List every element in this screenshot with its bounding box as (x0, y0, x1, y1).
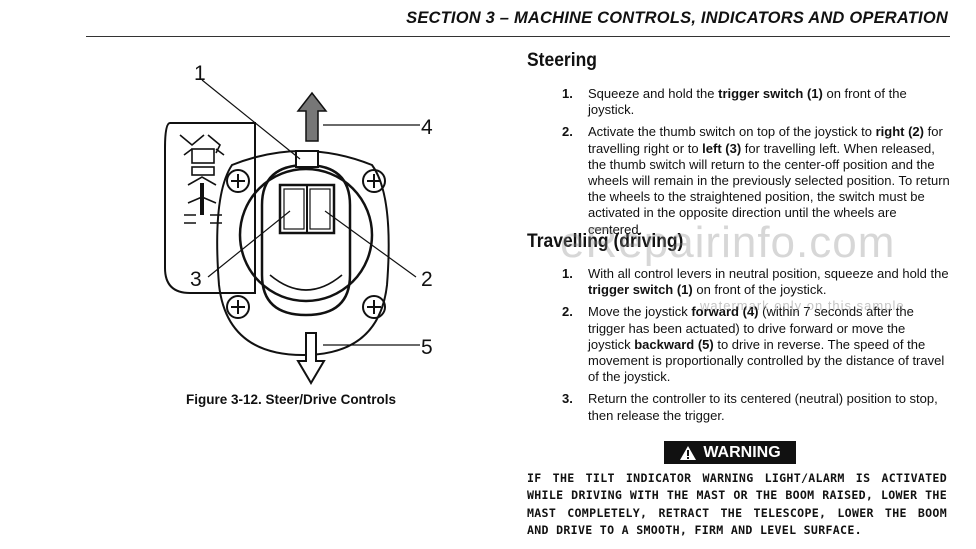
leader-2 (324, 210, 417, 278)
step-text: Move the joystick (588, 304, 692, 320)
step-text: on front of the joystick. (588, 86, 907, 118)
step-text: trigger switch (1) (588, 282, 693, 298)
step-number: 3. (562, 391, 573, 407)
joystick-collar (238, 167, 374, 303)
callout-3: 3 (190, 268, 202, 291)
step-text: Return the controller to its centered (n… (588, 391, 938, 423)
warning-text: IF THE TILT INDICATOR WARNING LIGHT/ALAR… (527, 471, 947, 537)
step-text: on front of the joystick. (692, 282, 827, 298)
step-text: Squeeze and hold the (588, 86, 719, 101)
warning-label: WARNING (703, 443, 781, 461)
callout-4: 4 (421, 116, 433, 139)
section-header: SECTION 3 – MACHINE CONTROLS, INDICATORS… (406, 9, 948, 27)
travelling-step: 3. Return the controller to its centered … (560, 391, 950, 423)
steering-mode-panel (164, 122, 256, 294)
trigger-switch (295, 150, 319, 168)
step-text: backward (5) (634, 336, 714, 352)
step-text: for travelling left. When released, the … (588, 140, 950, 237)
steering-step: 1. Squeeze and hold the trigger switch (1… (560, 86, 950, 118)
joystick-body (260, 163, 352, 317)
mounting-screws (226, 169, 386, 319)
travelling-steps: 1. With all control levers in neutral pos… (560, 266, 950, 430)
callout-1: 1 (194, 62, 206, 85)
travelling-title: Travelling (driving) (527, 231, 684, 252)
steering-title: Steering (527, 50, 597, 71)
leader-1 (201, 79, 301, 160)
leader-3 (207, 210, 291, 278)
travelling-step: 2. Move the joystick forward (4) (within … (560, 304, 950, 385)
callout-2: 2 (421, 268, 433, 291)
step-text: With all control levers in neutral posit… (588, 266, 949, 281)
backward-arrow (296, 332, 326, 385)
step-text: for travelling right or to (588, 124, 943, 156)
step-number: 1. (562, 86, 573, 101)
step-text: (within 7 seconds after the trigger has … (588, 304, 914, 352)
step-text: left (3) (702, 140, 742, 156)
warning-badge: WARNING (664, 441, 796, 464)
header-rule (86, 36, 950, 37)
step-text: forward (4) (691, 304, 759, 320)
callout-5: 5 (421, 336, 433, 359)
step-text: to drive in reverse. The speed of the mo… (588, 336, 945, 385)
step-text: Activate the thumb switch on top of the … (588, 124, 876, 140)
travelling-step: 1. With all control levers in neutral pos… (560, 266, 950, 298)
figure-caption: Figure 3-12. Steer/Drive Controls (186, 392, 397, 407)
step-number: 2. (562, 304, 573, 320)
step-number: 1. (562, 266, 573, 281)
step-text: trigger switch (1) (718, 86, 823, 101)
steering-steps: 1. Squeeze and hold the trigger switch (1… (560, 86, 950, 244)
steering-step: 2. Activate the thumb switch on top of th… (560, 124, 950, 237)
step-number: 2. (562, 124, 573, 140)
warning-triangle-icon (680, 445, 697, 460)
forward-arrow (296, 91, 328, 142)
step-text: right (2) (875, 124, 924, 140)
joystick-figure (164, 79, 420, 385)
mounting-plate (216, 150, 390, 357)
